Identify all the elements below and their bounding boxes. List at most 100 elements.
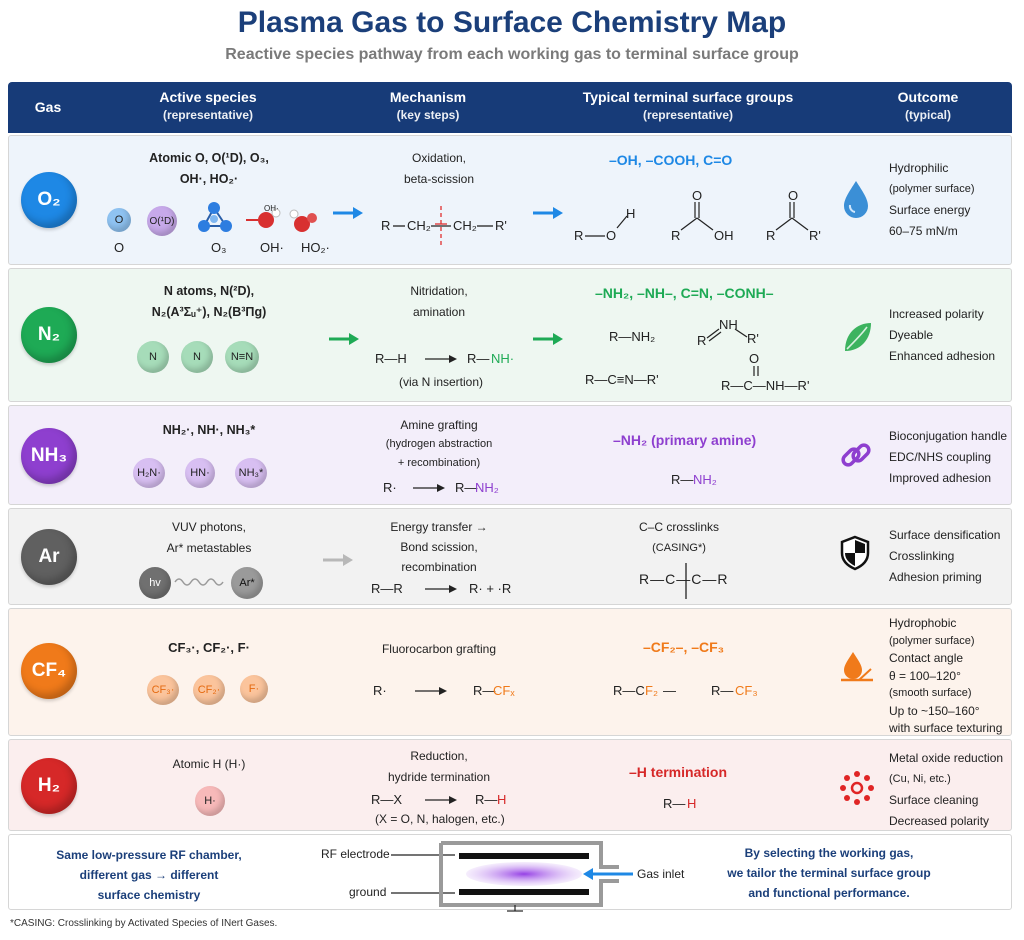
o2-mech-line1: Oxidation,	[411, 151, 467, 165]
nh3-species: NH₂·, NH·, NH₃*	[162, 423, 256, 437]
cf4-ball-3: F·	[240, 675, 268, 703]
o2-outcome-1: Hydrophilic	[889, 161, 949, 175]
cf4-outcome-7: with surface texturing	[889, 721, 1003, 735]
header-species: Active species (representative)	[108, 88, 308, 124]
o2-alcohol-h: H	[626, 206, 636, 221]
h2-outcome-4: Decreased polarity	[889, 814, 990, 828]
o2-ball-o1d: O(¹D)	[147, 206, 177, 236]
hydroxyl-icon	[246, 208, 281, 228]
cf4-species: CF₃·, CF₂·, F·	[168, 640, 250, 655]
o2-alcohol-r: R	[574, 228, 584, 243]
nh3-mech-line2: (hydrogen abstraction	[385, 438, 493, 450]
header-mechanism-label: Mechanism	[389, 89, 467, 105]
n2-ball-n2: N	[181, 341, 213, 373]
nh3-outcome-1: Bioconjugation handle	[889, 429, 1008, 443]
nh3-mechanism: Amine grafting (hydrogen abstraction + r…	[349, 416, 529, 473]
cf4-mech-line1: Fluorocarbon grafting	[381, 642, 497, 656]
h2-struct-g: H	[687, 796, 697, 811]
cf4-outcome-1: Hydrophobic	[889, 616, 957, 630]
n2-arrow-1-icon	[329, 333, 359, 345]
table-header: Gas Active species (representative) Mech…	[8, 82, 1012, 133]
header-gas: Gas	[34, 99, 62, 115]
ozone-icon	[198, 202, 232, 232]
o2-arrow-1-icon	[333, 207, 363, 219]
row-o2: O₂ Atomic O, O(¹D), O₃, OH·, HO₂· O O(¹D…	[8, 135, 1012, 265]
h2-groups-title: –H termination	[629, 764, 728, 780]
o2-outcome-2: (polymer surface)	[889, 183, 975, 195]
nh3-outcome-2: EDC/NHS coupling	[889, 450, 992, 464]
header-outcome-sub: (typical)	[904, 108, 951, 122]
o2-outcome: Hydrophilic (polymer surface) Surface en…	[889, 158, 975, 242]
n2-mech-right: R—	[467, 351, 490, 366]
n2-mech-line1: Nitridation,	[410, 284, 468, 298]
n2-struct-amide: R—C—NH—R'	[721, 378, 810, 393]
nh3-mech-left: R·	[383, 480, 397, 495]
chain-link-icon	[841, 443, 871, 467]
h2-species: Atomic H (H·)	[172, 757, 246, 771]
cf4-mech-arrow	[415, 687, 447, 695]
n2-arrow-2-icon	[533, 333, 563, 345]
cf4-outcome-6: Up to ~150–160°	[889, 703, 980, 718]
header-species-label: Active species	[159, 89, 257, 105]
o2-ketone-bonds	[775, 202, 809, 231]
h2-mech-left: R—X	[371, 792, 403, 807]
page-subtitle: Reactive species pathway from each worki…	[225, 46, 799, 63]
o2-label-o3: O₃	[211, 240, 227, 255]
cf4-mech-right-r: R—	[473, 683, 496, 698]
ar-groups-title: C–C crosslinks (CASING*)	[599, 517, 759, 559]
row-nh3: NH₃ NH₂·, NH·, NH₃* H₂N· HN· NH₃* Amine …	[8, 405, 1012, 505]
row-h2: H₂ Atomic H (H·) H· Reduction, hydride t…	[8, 739, 1012, 831]
nh3-ball-1: H₂N·	[133, 458, 165, 488]
h2-outcome-2: (Cu, Ni, etc.)	[889, 773, 951, 785]
ar-arrow-icon	[323, 554, 353, 566]
n2-mech-arrow	[425, 355, 457, 363]
rf-chamber-panel: Same low-pressure RF chamber, different …	[8, 834, 1012, 912]
h2-mech-note: (X = O, N, halogen, etc.)	[375, 812, 505, 826]
gas-inlet-label: Gas inlet	[637, 867, 685, 881]
o2-mech-line2: beta-scission	[403, 172, 475, 186]
nh3-ball-2: HN·	[185, 458, 215, 488]
header-mechanism: Mechanism (key steps)	[338, 88, 518, 124]
n2-species-line1: N atoms, N(²D),	[163, 284, 255, 298]
header-species-sub: (representative)	[162, 108, 254, 122]
o2-mech-ch2a: CH₂	[407, 218, 431, 233]
cf4-outcome-2: (polymer surface)	[889, 634, 975, 647]
n2-outcome-2: Dyeable	[889, 328, 934, 342]
h2-mechanism: Reduction, hydride termination	[349, 746, 529, 788]
o2-molecule-icons	[198, 202, 317, 232]
o2-species-line2: OH·, HO₂·	[179, 172, 239, 186]
gas-badge-o2: O₂	[21, 172, 77, 228]
o2-alcohol-bonds	[585, 215, 628, 237]
o2-mech-rp: R'	[495, 218, 507, 233]
ar-mech-line2: Bond scission,	[400, 540, 478, 554]
ar-outcome: Surface densification Crosslinking Adhes…	[889, 525, 1000, 588]
cf4-groups-title: –CF₂–, –CF₃	[643, 639, 725, 655]
o2-acid-o: O	[692, 188, 703, 203]
nh3-outcome: Bioconjugation handle EDC/NHS coupling I…	[889, 426, 1007, 489]
o2-acid-r: R	[671, 228, 681, 243]
cf4-struct-b-g: CF₃	[735, 683, 758, 698]
ar-mech-arrow	[425, 585, 457, 593]
bottom-right-line3: and functional performance.	[748, 886, 910, 900]
h2-struct-r: R—	[663, 796, 686, 811]
cf4-ball-2: CF₂·	[193, 675, 225, 705]
gas-badge-n2: N₂	[21, 307, 77, 363]
n2-struct-imine-rp: R'	[747, 331, 759, 346]
n2-struct-nitrile: R—C≡N—R'	[585, 372, 659, 387]
ar-mech-line1: Energy transfer →	[390, 520, 488, 534]
n2-struct-imine-nh: NH	[719, 317, 738, 332]
h2-mech-line1: Reduction,	[410, 749, 468, 763]
ar-ball-metastable: Ar*	[231, 567, 263, 599]
n2-struct-amide-o: O	[749, 351, 760, 366]
ar-outcome-1: Surface densification	[889, 528, 1001, 542]
gas-badge-h2: H₂	[21, 758, 77, 814]
bottom-left-line2: different gas → different	[79, 868, 219, 882]
n2-outcome-1: Increased polarity	[889, 307, 984, 321]
contact-angle-icon	[841, 652, 873, 682]
shield-icon	[840, 535, 870, 571]
cf4-mech-right-g: CFₓ	[493, 683, 515, 698]
ar-species-line2: Ar* metastables	[166, 541, 252, 555]
o2-species: Atomic O, O(¹D), O₃, OH·, HO₂·	[109, 148, 309, 190]
nh3-mech-line1: Amine grafting	[400, 418, 478, 432]
dots-burst-icon	[840, 771, 874, 805]
